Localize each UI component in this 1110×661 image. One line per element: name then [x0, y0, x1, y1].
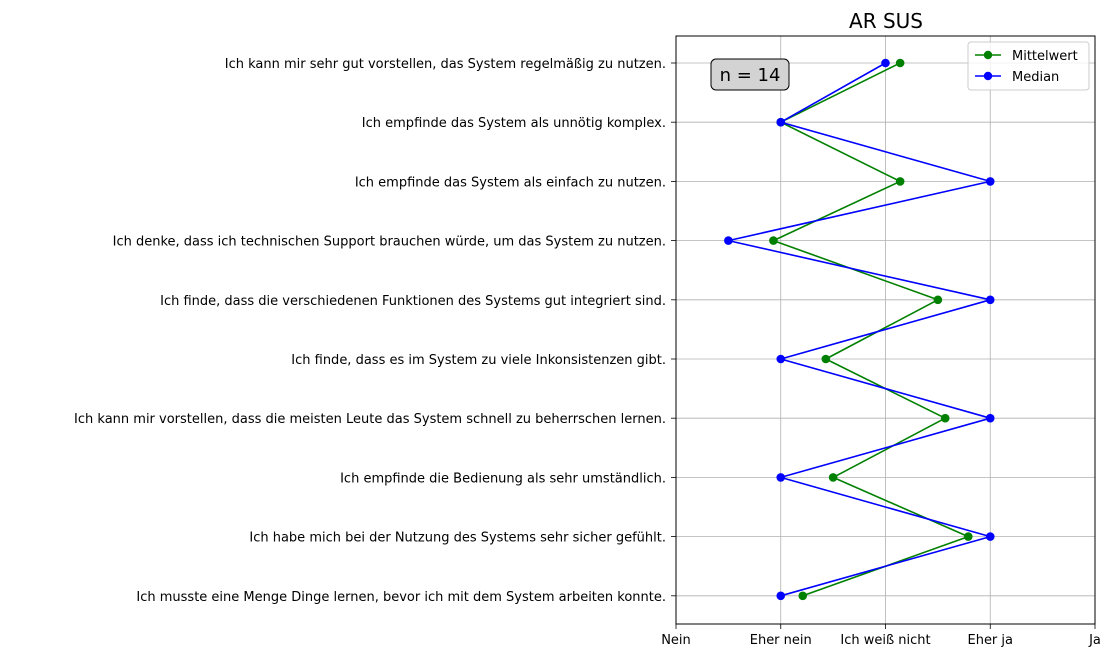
y-tick-label: Ich finde, dass die verschiedenen Funkti… [160, 294, 666, 309]
y-tick-label: Ich kann mir vorstellen, dass die meiste… [74, 412, 666, 427]
y-tick-label: Ich denke, dass ich technischen Support … [113, 235, 666, 250]
y-tick-label: Ich kann mir sehr gut vorstellen, das Sy… [225, 57, 666, 72]
x-tick-label: Ich weiß nicht [840, 633, 930, 648]
series-line-median [727, 62, 992, 597]
x-tick-label: Ja [1088, 633, 1101, 648]
y-tick-label: Ich musste eine Menge Dinge lernen, bevo… [136, 590, 666, 605]
data-point-mittelwert [821, 354, 831, 364]
axis-layer: Nein Eher nein Ich weiß nicht Eher ja Ja Ich … [74, 57, 1101, 648]
annotation-box [710, 58, 790, 91]
y-tick-label: Ich empfinde die Bedienung als sehr umst… [340, 471, 666, 486]
legend-marker-median [983, 71, 993, 81]
x-tick-label: Eher nein [750, 633, 812, 648]
x-tick-label: Nein [661, 633, 691, 648]
data-point-mittelwert [963, 532, 973, 541]
chart-title: AR SUS [849, 9, 923, 33]
data-point-median [881, 58, 890, 68]
data-point-mittelwert [940, 413, 950, 423]
y-tick-label: Ich empfinde das System als unnötig komp… [362, 116, 666, 131]
sample-size-annotation: n = 14 [710, 58, 790, 91]
data-point-median [985, 413, 995, 423]
data-point-median [985, 532, 995, 541]
data-point-mittelwert [798, 591, 808, 601]
data-point-median [776, 354, 786, 364]
y-tick-label: Ich finde, dass es im System zu viele In… [291, 353, 666, 368]
data-point-median [985, 177, 995, 186]
y-tick-label: Ich habe mich bei der Nutzung des System… [249, 531, 666, 546]
annotation-text: n = 14 [720, 65, 781, 86]
data-point-median [985, 295, 995, 305]
x-tick-label: Eher ja [967, 633, 1013, 648]
data-point-median [776, 473, 786, 482]
legend-label-mittelwert: Mittelwert [1012, 49, 1078, 64]
series-line-mittelwert [772, 62, 970, 597]
data-point-mittelwert [769, 236, 778, 245]
data-point-mittelwert [933, 295, 943, 305]
data-point-mittelwert [828, 473, 838, 482]
legend-marker-mittelwert [983, 50, 993, 60]
legend-frame [967, 41, 1090, 91]
legend-label-median: Median [1012, 70, 1059, 85]
series-layer [724, 58, 995, 601]
data-point-median [776, 591, 786, 601]
data-point-mittelwert [895, 58, 905, 68]
data-point-median [724, 236, 733, 245]
data-point-mittelwert [895, 177, 905, 186]
y-tick-label: Ich empfinde das System als einfach zu n… [355, 175, 666, 190]
legend: Mittelwert Median [967, 41, 1090, 91]
data-point-median [776, 117, 786, 127]
